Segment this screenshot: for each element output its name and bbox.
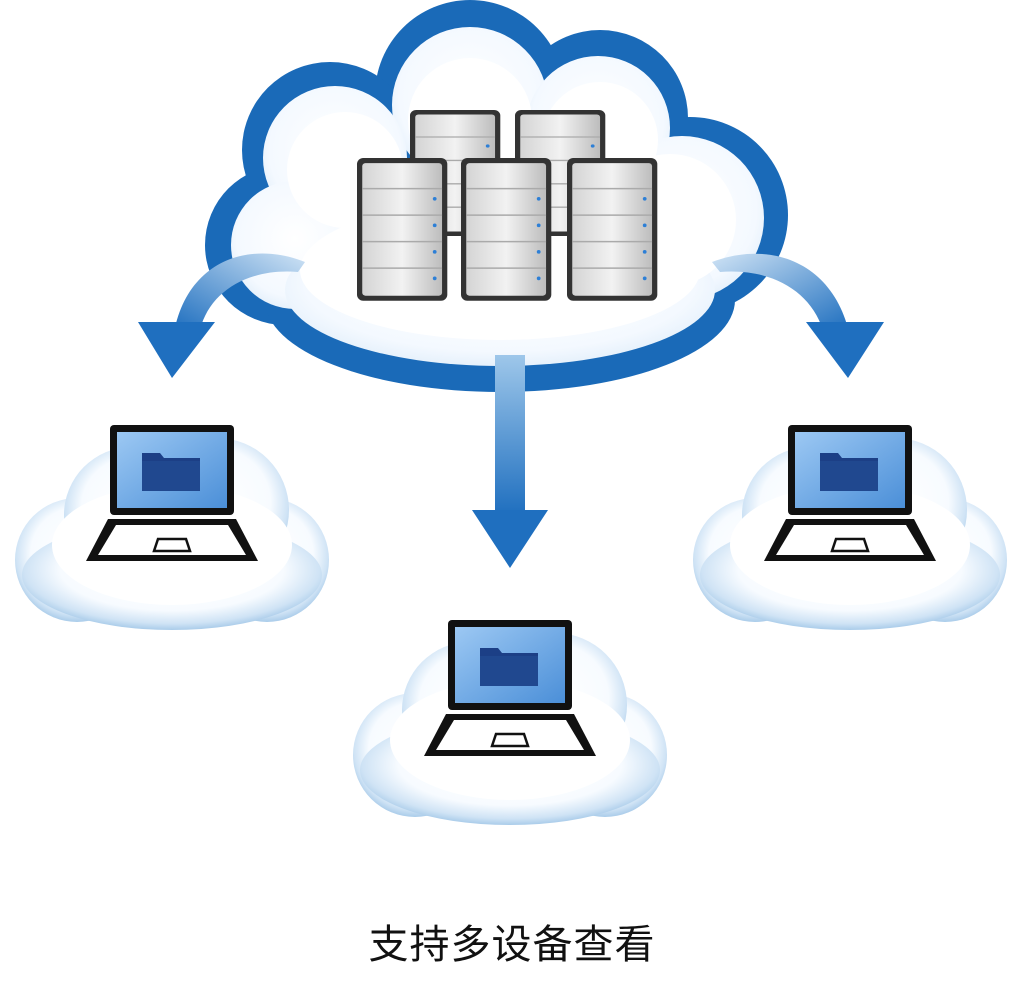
device-right: [691, 423, 1009, 632]
server-icon: [356, 157, 449, 302]
caption-text: 支持多设备查看: [368, 922, 656, 968]
arrow-down: [472, 355, 548, 568]
device-center: [351, 618, 669, 827]
arrow-left: [138, 253, 305, 378]
arrow-right: [712, 253, 884, 378]
device-left: [13, 423, 331, 632]
server-icon: [460, 157, 553, 302]
server-icon: [566, 157, 659, 302]
